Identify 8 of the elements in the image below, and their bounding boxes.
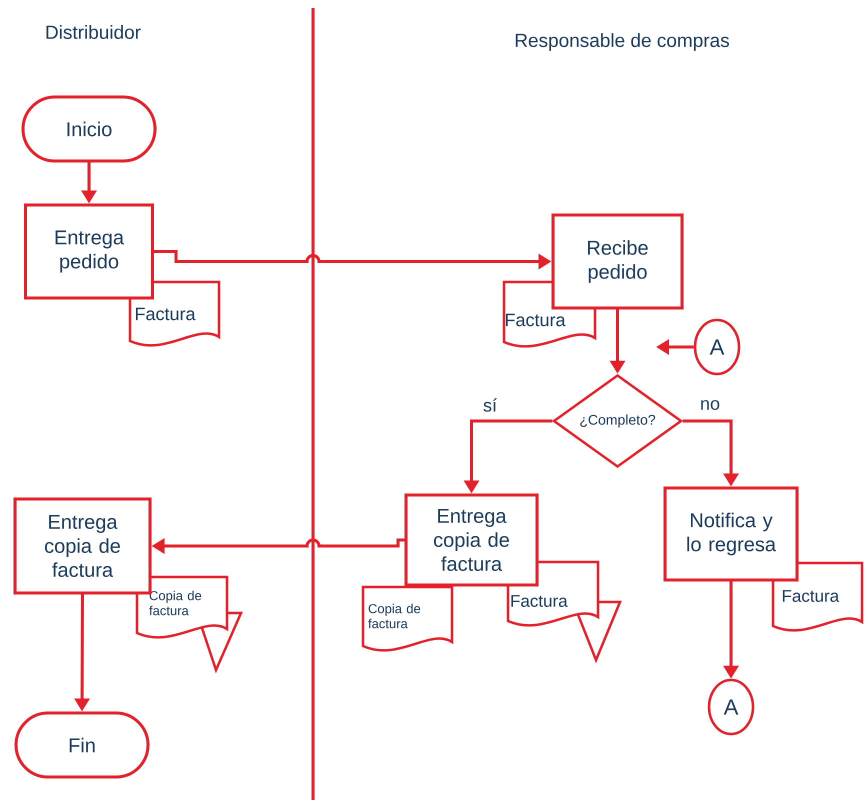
lane-header: Distribuidor (46, 25, 141, 39)
process-box: Notifica y lo regresa (664, 486, 798, 582)
edge-label: sí (482, 397, 498, 413)
process-box: Entrega pedido (24, 204, 154, 300)
process-box: Entrega copia de factura (14, 498, 152, 594)
lane-header: Responsable de compras (516, 33, 729, 51)
edge-label: no (699, 399, 722, 411)
process-box: Recibe pedido (552, 214, 684, 310)
